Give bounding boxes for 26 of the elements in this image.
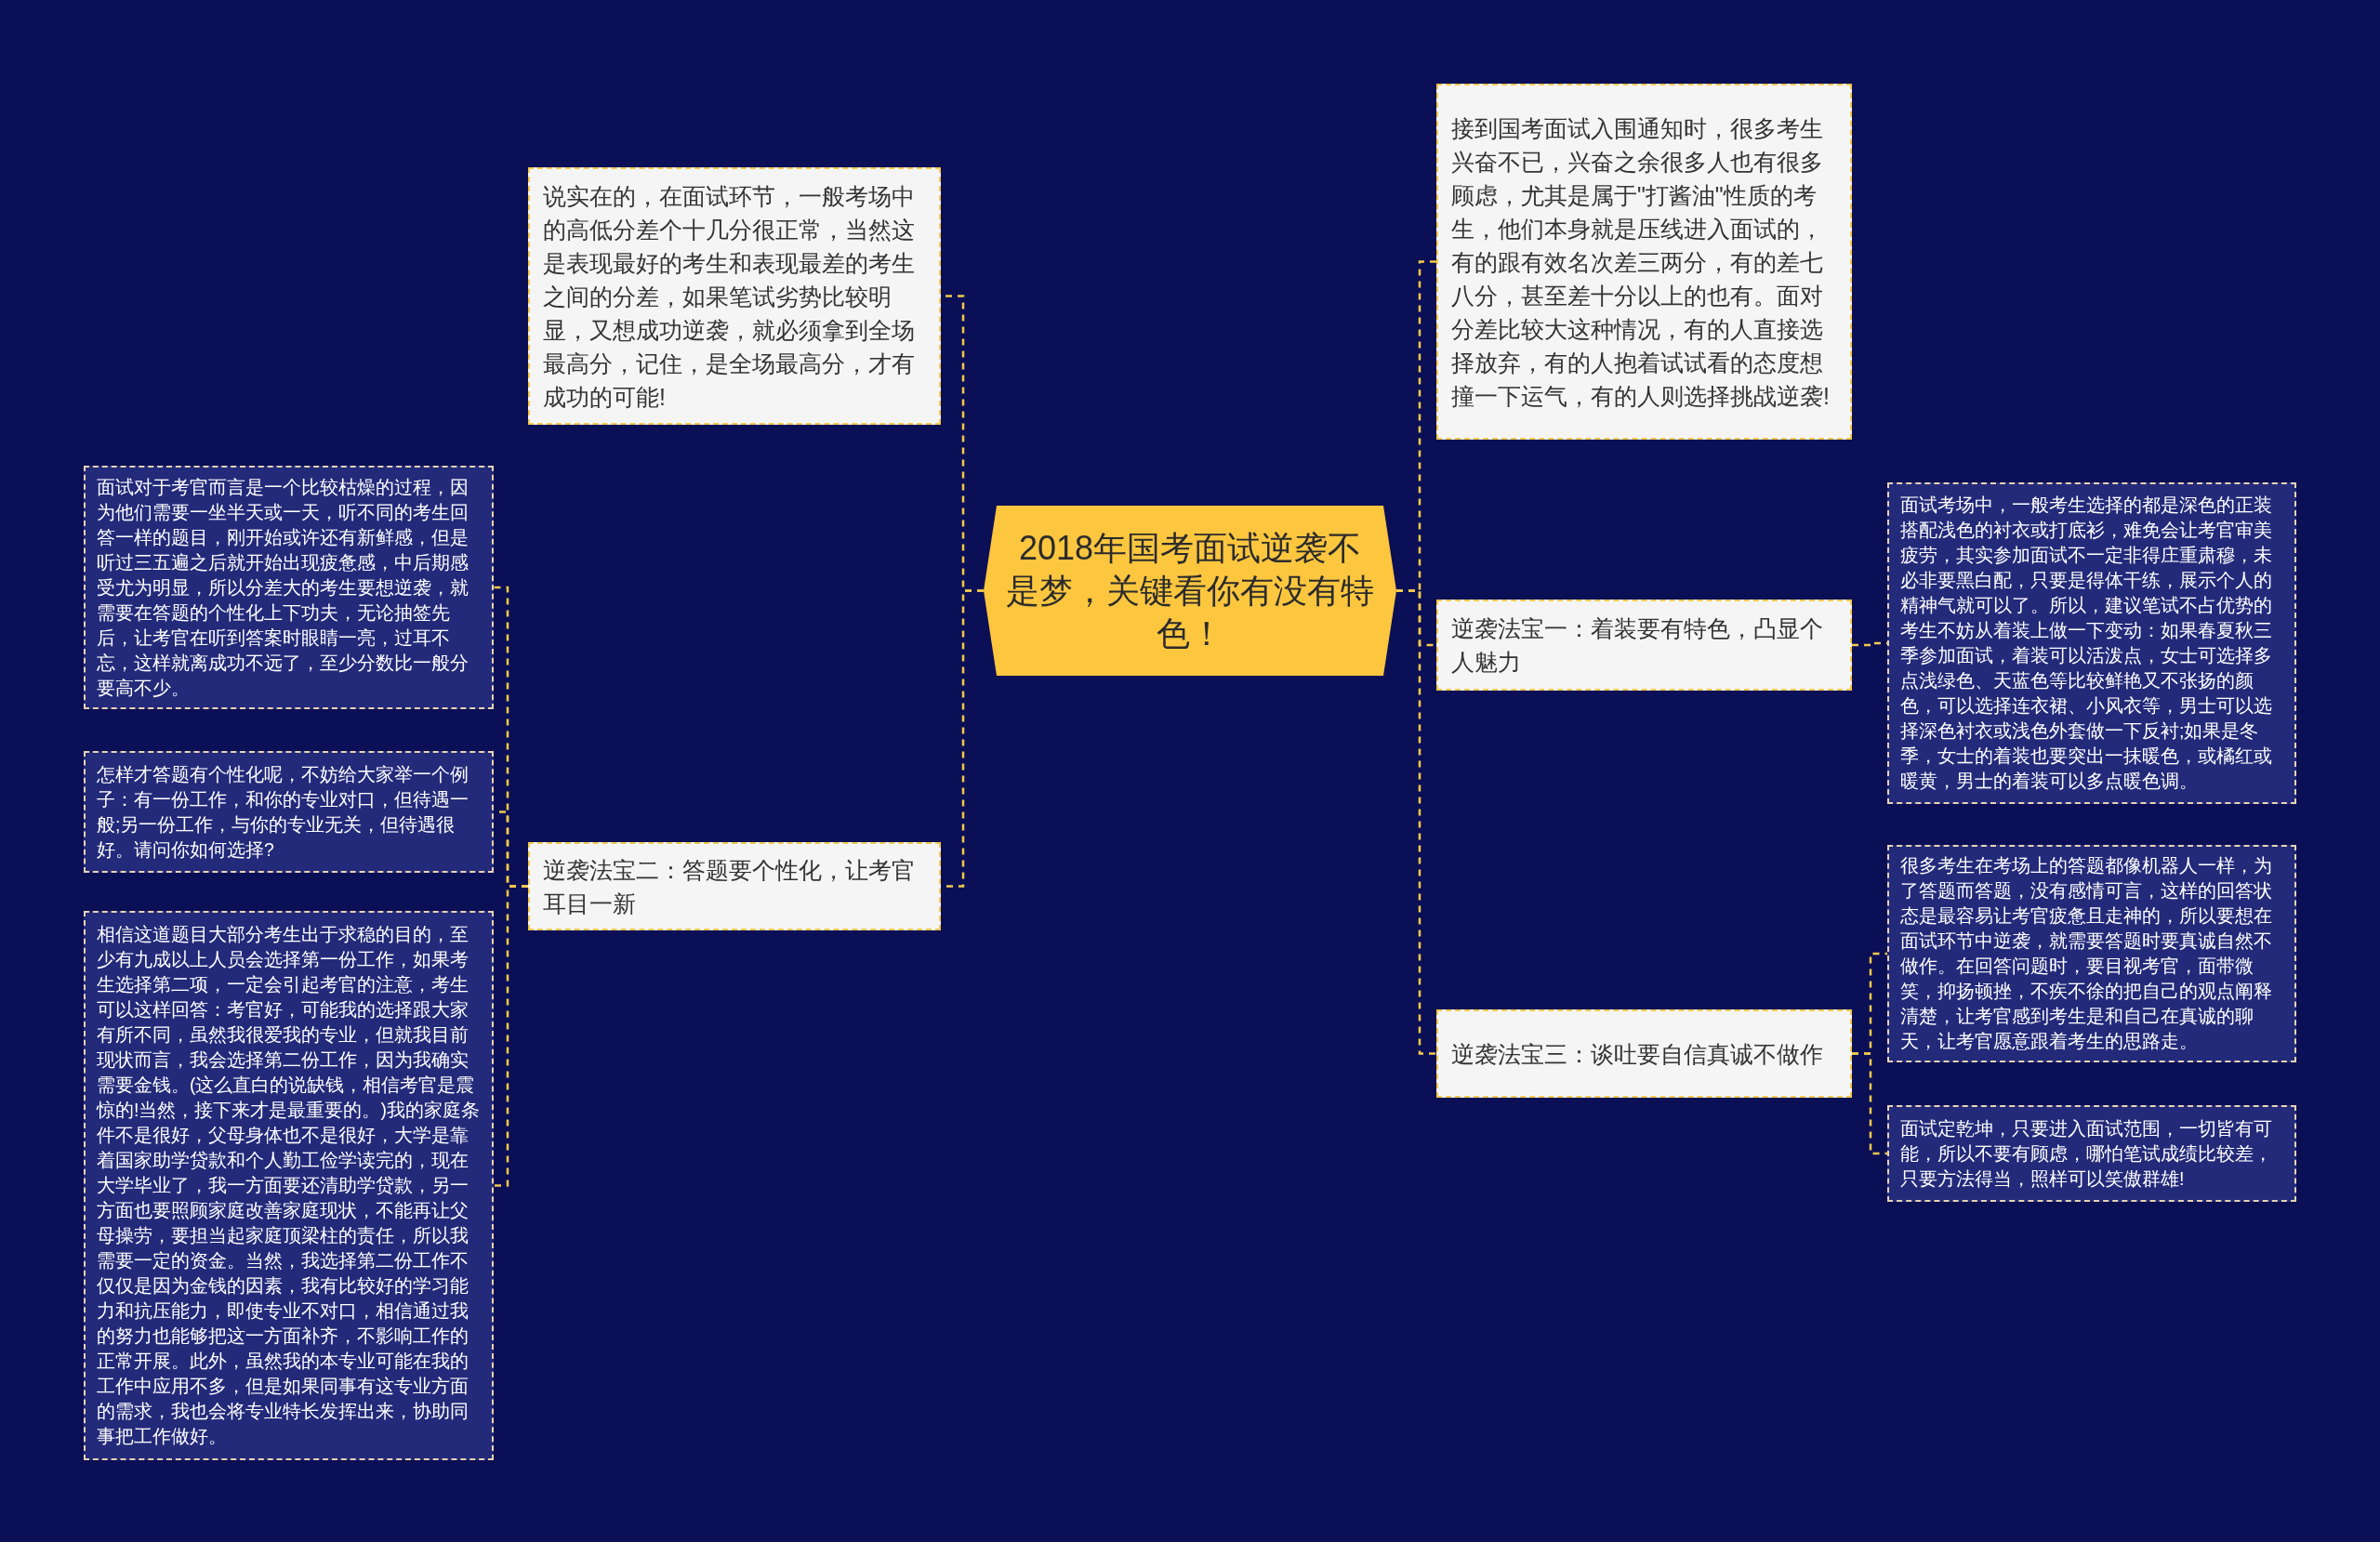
topic-text: 逆袭法宝一：着装要有特色，凸显个人魅力 (1451, 614, 1824, 677)
note-box (1887, 482, 2296, 804)
topic-text: 2018年国考面试逆袭不是梦，关键看你有没有特色！ (1005, 527, 1375, 654)
note-box (84, 466, 494, 709)
topic-text: 很多考生在考场上的答题都像机器人一样，为了答题而答题，没有感情可言，这样的回答状态是最容易让考官疲惫且走神的，所以要想在面试环节中逆袭，就需要答题时要真诚自然不做作。在回答问题时，要目视考官，面带微笑，抑扬顿挫，不疾不徐的把自己的观点阐释清楚，让考官感到考生是和自己在真诚的聊天，让考官愿意跟着考生的思路走。 (1900, 854, 2273, 1053)
topic-text: 接到国考面试入围通知时，很多考生兴奋不已，兴奋之余很多人也有很多顾虑，尤其是属于"打酱油"性质的考生，他们本身就是压线进入面试的，有的跟有效名次差三两分，有的差七八分，甚至差十分以上的也有。面对分差比较大这种情况，有的人直接选择放弃，有的人抱着试试看的态度想撞一下运气，有的人则选择挑战逆袭! (1451, 113, 1831, 411)
topic-text: 面试定乾坤，只要进入面试范围，一切皆有可能，所以不要有顾虑，哪怕笔试成绩比较差，只要方法得当，照样可以笑傲群雄! (1900, 1116, 2273, 1191)
topic-text: 面试考场中，一般考生选择的都是深色的正装搭配浅色的衬衣或打底衫，难免会让考官审美疲劳，其实参加面试不一定非得庄重肃穆，未必非要黑白配，只要是得体干练，展示个人的精神气就可以了。所以，建议笔试不占优势的考生不妨从着装上做一下变动：如果春夏秋三季参加面试，着装可以活泼点，女士可选择多点浅绿色、天蓝色等比较鲜艳又不张扬的颜色，可以选择连衣裙、小风衣等，男士可以选择深色衬衣或浅色外套做一下反衬;如果是冬季，女士的着装也要突出一抹暖色，或橘红或暖黄，男士的着装可以多点暖色调。 (1900, 494, 2273, 793)
topic-text: 逆袭法宝三：谈吐要自信真诚不做作 (1451, 1039, 1824, 1069)
connector-line (494, 885, 528, 1187)
topic-box (1436, 600, 1852, 691)
topic-text: 逆袭法宝二：答题要个性化，让考官耳目一新 (543, 855, 916, 918)
connector-line (1396, 589, 1436, 1055)
topic-text: 面试对于考官而言是一个比较枯燥的过程，因为他们需要一坐半天或一天，听不同的考生回答一样的题目，刚开始或许还有新鲜感，但是听过三五遍之后就开始出现疲惫感，中后期感受尤为明显，所以分差大的考生要想逆袭，就需要在答题的个性化上下功夫，无论抽签先后，让考官在听到答案时眼睛一亮，过耳不忘，这样就离成功不远了，至少分数比一般分要高不少。 (97, 475, 469, 700)
topic-text: 说实在的，在面试环节，一般考场中的高低分差个十几分很正常，当然这是表现最好的考生和表现最差的考生之间的分差，如果笔试劣势比较明显，又想成功逆袭，就必须拿到全场最高分，记住，是全场最高分，才有成功的可能! (543, 181, 916, 412)
note-box (84, 751, 494, 873)
topic-box (528, 167, 941, 425)
topic-box (1436, 84, 1852, 440)
note-box (1887, 1105, 2296, 1202)
topic-text: 相信这道题目大部分考生出于求稳的目的，至少有九成以上人员会选择第一份工作，如果考生选择第二项，一定会引起考官的注意，考生可以这样回答：考官好，可能我的选择跟大家有所不同，虽然我很爱我的专业，但就我目前现状而言，我会选择第二份工作，因为我确实需要金钱。(这么直白的说缺钱，相信考官是震惊的!当然，接下来才是最重要的。)我的家庭条件不是很好，父母身体也不是很好，大学是靠着国家助学贷款和个人勤工俭学读完的，现在大学毕业了，我一方面要还清助学贷款，另一方面也要照顾家庭改善家庭现状，不能再让父母操劳，要担当起家庭顶梁柱的责任，所以我需要一定的资金。当然，我选择第二份工作不仅仅是因为金钱的因素，我有比较好的学习能力和抗压能力，即使专业不对口，相信通过我的努力也能够把这一方面补齐，不影响工作的正常开展。此外，虽然我的本专业可能在我的工作中应用不多，但是如果同事有这专业方面的需求，我也会将专业特长发挥出来，协助同事把工作做好。 (97, 923, 481, 1448)
topic-text: 怎样才答题有个性化呢，不妨给大家举一个例子：有一份工作，和你的专业对口，但待遇一般;另一份工作，与你的专业无关，但待遇很好。请问你如何选择? (97, 762, 469, 862)
connector-line (1852, 1052, 1887, 1155)
note-box (1887, 845, 2296, 1062)
topic-box (528, 842, 941, 930)
topic-box (1436, 1009, 1852, 1098)
root-topic-hexagon (984, 506, 1396, 676)
